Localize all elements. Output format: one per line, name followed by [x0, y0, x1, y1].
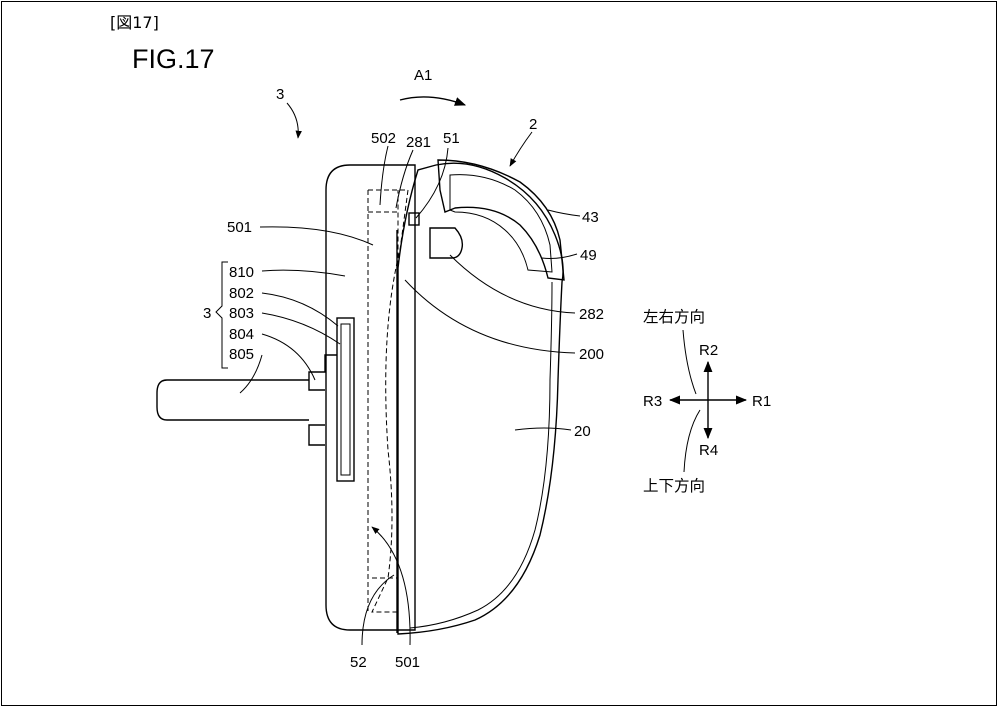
label-r4: R4 — [699, 442, 718, 459]
rail-slot-inner — [340, 323, 351, 476]
label-49: 49 — [580, 247, 597, 264]
label-43: 43 — [582, 209, 599, 226]
dashed-lower-box — [372, 577, 399, 612]
strap-rod — [156, 379, 309, 421]
label-805: 805 — [229, 346, 254, 363]
leader-51 — [415, 147, 449, 219]
label-281: 281 — [406, 134, 431, 151]
label-803: 803 — [229, 305, 254, 322]
rail-step-lower — [308, 424, 325, 446]
leader-3-top — [286, 102, 302, 139]
dashed-member-501 — [368, 189, 409, 613]
leader-20 — [514, 427, 572, 431]
arrow-a1 — [399, 96, 467, 106]
label-501-top: 501 — [227, 219, 252, 236]
rail-step-upper — [308, 354, 337, 391]
label-3-top: 3 — [276, 86, 284, 103]
label-502: 502 — [371, 130, 396, 147]
label-left-right-direction: 左右方向 — [643, 308, 705, 326]
label-2-top: 2 — [529, 116, 537, 133]
button-282 — [429, 227, 464, 259]
label-282: 282 — [579, 306, 604, 323]
label-501-bottom: 501 — [395, 654, 420, 671]
label-up-down-direction: 上下方向 — [643, 477, 705, 495]
label-804: 804 — [229, 326, 254, 343]
trigger-button-inner — [449, 174, 553, 273]
label-r1: R1 — [752, 393, 771, 410]
leader-501-bottom — [371, 526, 411, 646]
figure-title: FIG.17 — [132, 44, 215, 74]
leader-282 — [449, 254, 576, 314]
left-housing-outline — [325, 164, 416, 631]
leader-805 — [239, 354, 263, 394]
label-51: 51 — [443, 130, 460, 147]
leader-502 — [379, 145, 389, 206]
leader-804 — [261, 333, 316, 381]
leader-281 — [395, 149, 414, 209]
leader-810 — [261, 269, 346, 277]
label-200: 200 — [579, 346, 604, 363]
leader-200 — [404, 279, 576, 354]
leader-803 — [261, 312, 341, 345]
group-brace — [215, 261, 228, 369]
leader-43 — [547, 209, 581, 217]
leader-49 — [541, 253, 578, 259]
leader-lr-label — [682, 329, 697, 395]
label-r3: R3 — [643, 393, 662, 410]
leader-52 — [361, 574, 395, 646]
label-810: 810 — [229, 264, 254, 281]
trigger-button-outer — [437, 159, 565, 281]
leader-802 — [261, 292, 339, 327]
lock-claw-51 — [408, 212, 420, 226]
leader-2-top — [509, 131, 533, 167]
label-52: 52 — [350, 654, 367, 671]
label-r2: R2 — [699, 342, 718, 359]
label-802: 802 — [229, 285, 254, 302]
rail-slot-outer — [336, 317, 355, 482]
figure-header: [図17] — [110, 13, 159, 32]
controller-body-outline — [397, 162, 564, 635]
leader-ud-label — [683, 409, 701, 473]
label-20: 20 — [574, 423, 591, 440]
label-3-brace: 3 — [203, 305, 211, 322]
label-a1: A1 — [414, 67, 432, 84]
leader-501-top — [259, 226, 374, 246]
